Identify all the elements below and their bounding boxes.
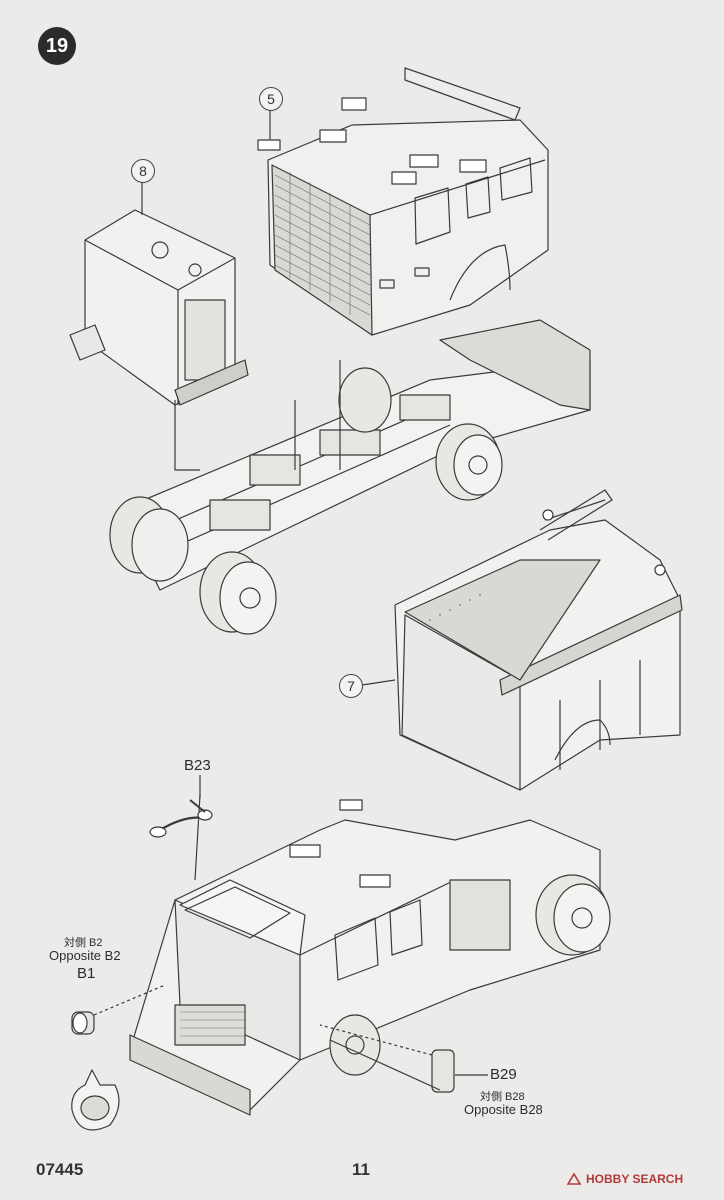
- body-drawing: [394, 489, 683, 791]
- step-number-badge: 19: [38, 27, 76, 65]
- pump-module-drawing: [69, 209, 249, 406]
- callout-part-8: 8: [131, 159, 155, 183]
- label-b2-jp: 対側 B2: [64, 937, 103, 949]
- cab-assembly-drawing: [257, 67, 549, 336]
- callout-part-7: 7: [339, 674, 363, 698]
- page-number: 11: [352, 1160, 370, 1179]
- label-b1: B1: [77, 965, 96, 982]
- step-number: 19: [45, 34, 69, 57]
- label-b29: B29: [490, 1066, 517, 1083]
- callout-5-label: 5: [267, 91, 275, 107]
- product-code: 07445: [36, 1160, 84, 1179]
- chassis-drawing: [109, 319, 591, 635]
- part-b23-drawing: [149, 799, 213, 838]
- label-b28-jp: 対側 B28: [480, 1091, 525, 1103]
- assembled-truck-drawing: [129, 794, 611, 1116]
- label-b2-opposite: Opposite B2: [49, 948, 121, 963]
- watermark: HOBBY SEARCH: [566, 1172, 683, 1186]
- callout-8-label: 8: [139, 163, 147, 179]
- detail-balloon-drawing: [71, 1069, 120, 1131]
- watermark-text: HOBBY SEARCH: [586, 1172, 684, 1186]
- part-b29-drawing: [319, 1024, 455, 1093]
- label-b23: B23: [184, 757, 211, 774]
- part-b1-drawing: [71, 984, 166, 1035]
- callout-part-5: 5: [259, 87, 283, 111]
- label-b28-opposite: Opposite B28: [464, 1102, 543, 1117]
- callout-7-label: 7: [347, 678, 355, 694]
- watermark-logo-icon: [566, 1172, 582, 1185]
